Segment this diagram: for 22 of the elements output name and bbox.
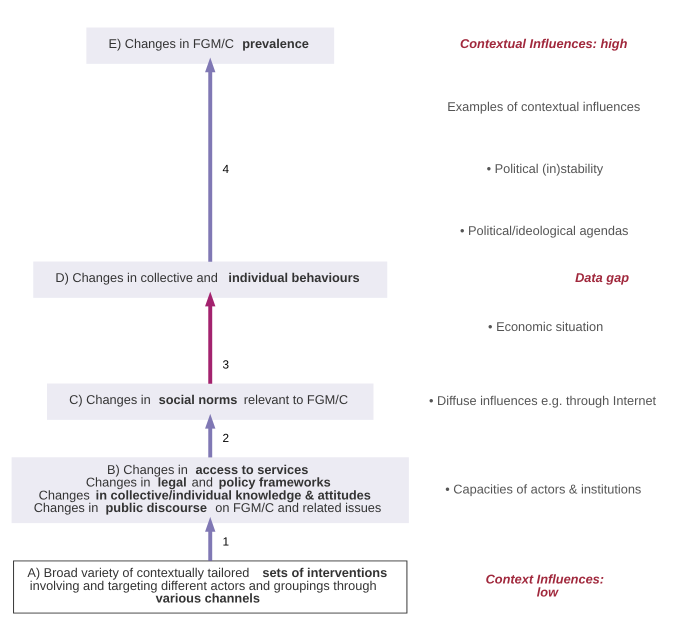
label: • Diffuse influences e.g. through Internet (429, 392, 656, 408)
label: • Economic situation (488, 318, 604, 334)
label: • Political (in)stability (486, 160, 604, 176)
edge-label: 1 (222, 534, 230, 548)
arrow (205, 291, 216, 384)
edge-label: 4 (222, 162, 230, 176)
label: Examples of contextual influences (447, 98, 640, 114)
node-box: C) Changes in social norms relevant to FGM/C (47, 382, 374, 420)
label: Context Influences: low (486, 570, 604, 599)
label: Data gap (575, 270, 630, 285)
arrow (205, 413, 216, 457)
arrow (205, 56, 216, 262)
edge-label: 3 (222, 356, 230, 371)
label: • Capacities of actors & institutions (445, 480, 642, 496)
node-box: B) Changes in access to services Changes in legal and policy frameworks Changes in collective/individual knowledge & attitudes Changes in public discourse on FGM/C and related issues (12, 456, 409, 523)
edge-label: 2 (222, 430, 230, 445)
node-box: E) Changes in FGM/C prevalence (86, 26, 334, 64)
node-box: A) Broad variety of contextually tailored sets of interventions involving and targeting different actors and groupings through various channels (13, 560, 408, 614)
label: • Political/ideological agendas (460, 222, 628, 238)
node-box: D) Changes in collective and individual behaviours (33, 261, 388, 298)
label: Contextual Influences: high (460, 35, 628, 50)
arrow (205, 516, 216, 560)
